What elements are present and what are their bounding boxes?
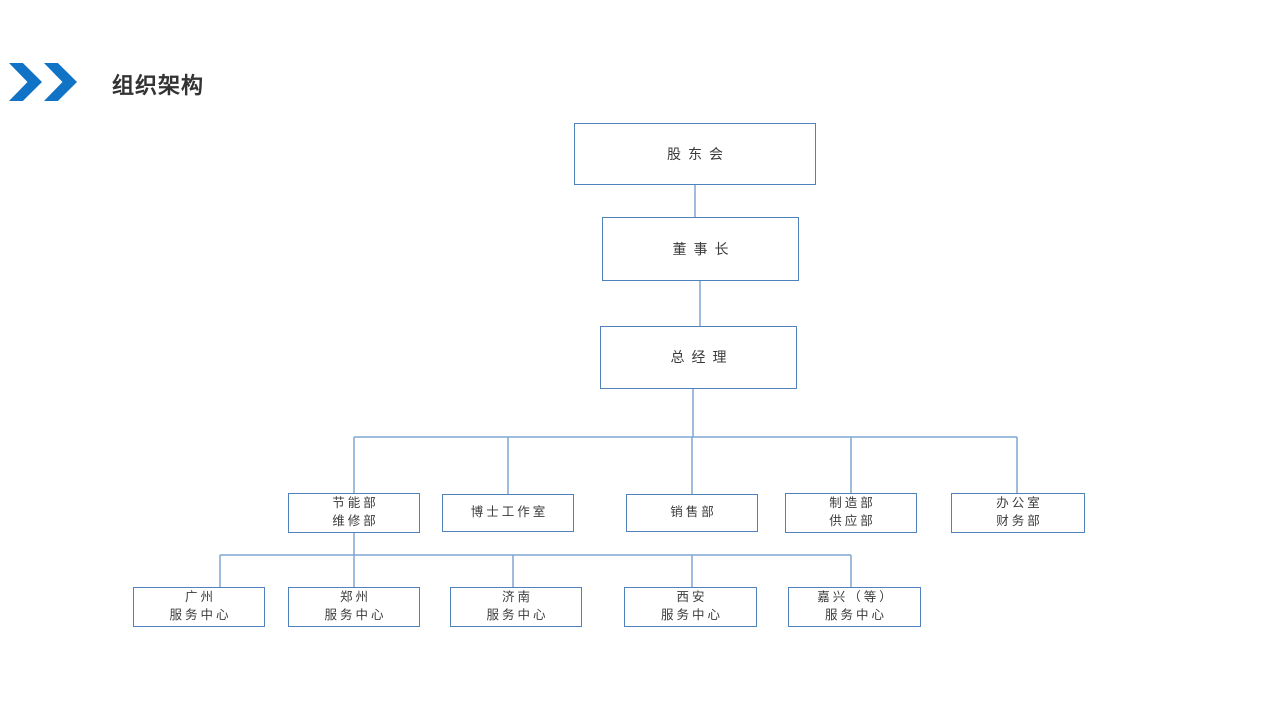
org-node-chairman: 董事长 [602, 217, 799, 281]
org-node-svc-zhengzhou: 郑州 服务中心 [288, 587, 420, 627]
org-node-shareholders: 股东会 [574, 123, 816, 185]
org-node-svc-xian: 西安 服务中心 [624, 587, 757, 627]
org-node-dept-sales: 销售部 [626, 494, 758, 532]
org-node-svc-jiaxing: 嘉兴（等） 服务中心 [788, 587, 921, 627]
page-title: 组织架构 [112, 73, 205, 98]
org-node-general-manager: 总经理 [600, 326, 797, 389]
chevron-right-icon [44, 63, 77, 101]
org-node-dept-office-finance: 办公室 财务部 [951, 493, 1085, 533]
slide-header: 组织架构 [0, 0, 1280, 110]
org-node-dept-manufacturing-supply: 制造部 供应部 [785, 493, 917, 533]
org-node-dept-phd-studio: 博士工作室 [442, 494, 574, 532]
org-node-dept-energy-maintenance: 节能部 维修部 [288, 493, 420, 533]
org-node-svc-jinan: 济南 服务中心 [450, 587, 582, 627]
org-node-svc-guangzhou: 广州 服务中心 [133, 587, 265, 627]
chevron-right-icon [9, 63, 42, 101]
